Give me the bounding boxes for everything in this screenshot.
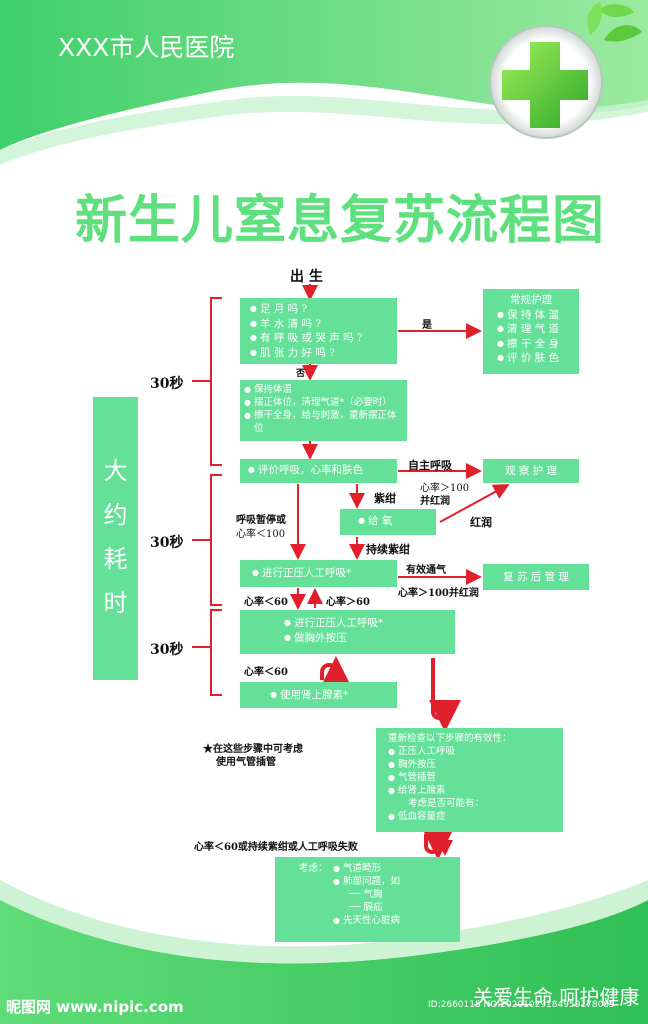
initial-item: 摆正体位，清理气道*（必要时） [244,396,403,409]
hospital-name: XXX市人民医院 [58,33,235,62]
oxygen-text: 给 氧 [358,514,418,529]
consider-item: 气道畸形 [333,862,450,875]
ppv-text: 进行正压人工呼吸* [252,566,385,581]
assess-item: 肌 张 力 好 吗 ? [250,346,387,361]
assess-item: 有 呼 吸 或 哭 声 吗 ? [250,331,387,346]
assess-item: 羊 水 清 吗 ? [250,317,387,332]
label-yes: 是 [422,320,432,331]
consider-box: 考虑： 气道畸形 肺部问题，如 ── 气胸 ── 膈疝 先天性心脏病 [275,857,460,942]
label-hr-gt100: 心率＞100 [420,483,470,494]
page-title: 新生儿窒息复苏流程图 [75,191,606,251]
recheck-mid: 考虑是否可能有： [408,798,485,809]
star-note-2: 使用气管插管 [216,757,276,768]
consider-sub: ── 膈疝 [349,902,383,913]
label-no: 否 [296,369,306,379]
side-char: 大 [103,457,128,485]
watermark-site: 昵图网 www.nipic.com [6,998,184,1016]
birth-label: 出 生 [290,269,323,285]
time-30s-1: 30秒 [150,376,184,392]
recheck-item: 正压人工呼吸 [388,745,551,758]
ppv-box: 进行正压人工呼吸* [240,560,397,587]
initial-item: 保持体温 [244,383,403,396]
evaluate-box: 评价呼吸，心率和肤色 [240,459,397,483]
time-30s-3: 30秒 [150,642,184,658]
recheck-title: 重新检查以下步骤的有效性： [388,733,512,744]
epinephrine-text: 使用肾上腺素* [270,688,367,703]
initial-steps-box: 保持体温 摆正体位，清理气道*（必要时） 擦干全身，给与刺激，重新摆正体位 [240,380,407,441]
label-effective-ventilation: 有效通气 [406,565,446,576]
label-apnea: 呼吸暂停或 [236,515,286,526]
recheck-item: 给肾上腺素 [388,784,551,797]
recheck-item: 气管插管 [388,771,551,784]
consider-sub: ── 气胸 [349,889,383,900]
time-side-label: 大 约 耗 时 [93,397,138,680]
routine-item: 擦 干 全 身 [497,337,565,352]
side-char: 耗 [103,545,128,573]
routine-care-box: 常规护理 保 持 体 温 清 理 气 道 擦 干 全 身 评 价 肤 色 [483,289,579,374]
label-hr-gt100-pink: 心率＞100并红润 [398,588,479,599]
evaluate-text: 评价呼吸，心率和肤色 [248,463,389,478]
assess-item: 足 月 吗 ? [250,302,387,317]
star-note: ★在这些步骤中可考虑 [203,744,303,755]
consider-item: 肺部问题，如 [333,875,450,888]
consider-label: 考虑： [299,863,328,874]
label-cyanosis: 紫绀 [374,492,396,505]
ppv-cpr-item: 进行正压人工呼吸* [284,616,411,631]
oxygen-box: 给 氧 [340,509,436,535]
post-resuscitation-box: 复 苏 后 管 理 [483,564,589,590]
recheck-item: 胸外按压 [388,758,551,771]
label-hr-gt60: 心率＞60 [326,597,370,608]
label-hr-lt60-2: 心率＜60 [244,667,288,678]
initial-item: 擦干全身，给与刺激，重新摆正体位 [244,409,403,435]
slogan: 关爱生命 呵护健康 [473,985,640,1009]
label-persistent-cyanosis: 持续紫绀 [366,543,410,556]
label-spontaneous-breathing: 自主呼吸 [408,459,452,472]
epinephrine-box: 使用肾上腺素* [240,682,397,708]
image-id: ID:2660115 NO:20201029184959178085 [428,1000,615,1010]
label-and-pink: 并红润 [420,496,450,507]
assessment-box: 足 月 吗 ? 羊 水 清 吗 ? 有 呼 吸 或 哭 声 吗 ? 肌 张 力 … [240,298,397,364]
consider-last: 先天性心脏病 [333,914,450,927]
time-30s-2: 30秒 [150,535,184,551]
label-hr-lt100: 心率＜100 [236,529,286,540]
routine-title: 常规护理 [510,294,552,306]
recheck-box: 重新检查以下步骤的有效性： 正压人工呼吸 胸外按压 气管插管 给肾上腺素 考虑是… [376,728,563,832]
ppv-cpr-item: 做胸外按压 [284,631,411,646]
observe-care-box: 观 察 护 理 [483,459,579,483]
failure-note: 心率＜60或持续紫绀或人工呼吸失败 [194,842,358,853]
routine-item: 保 持 体 温 [497,308,565,323]
routine-item: 评 价 肤 色 [497,351,565,366]
label-pink: 红润 [470,516,492,529]
side-char: 时 [103,589,128,617]
label-hr-lt60: 心率＜60 [244,597,288,608]
recheck-last: 低血容量症 [388,810,551,823]
routine-item: 清 理 气 道 [497,322,565,337]
ppv-cpr-box: 进行正压人工呼吸* 做胸外按压 [240,610,455,654]
side-char: 约 [103,501,128,529]
